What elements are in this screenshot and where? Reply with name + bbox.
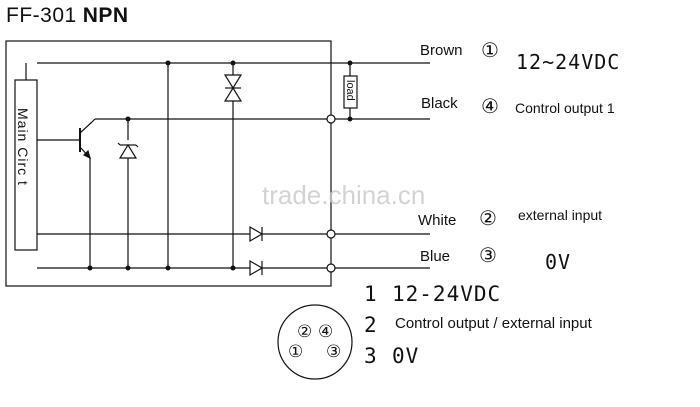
wire-color-brown: Brown bbox=[420, 42, 463, 59]
legend-num-2: 2 bbox=[364, 313, 377, 337]
wire-pin-black: ④ bbox=[481, 96, 499, 118]
watermark: trade.china.cn bbox=[262, 180, 426, 210]
output-type: NPN bbox=[82, 4, 129, 27]
connector-outline bbox=[277, 304, 353, 380]
zener-diode bbox=[118, 143, 138, 159]
main-circuit-label: Main Circ t bbox=[15, 108, 31, 186]
connector-pin-4: ④ bbox=[318, 322, 334, 341]
terminal-white bbox=[326, 229, 336, 239]
connector-pin-3: ③ bbox=[326, 342, 342, 361]
sensor-housing bbox=[5, 40, 332, 287]
wire-color-blue: Blue bbox=[420, 248, 451, 265]
wire-function-blue: 0V bbox=[545, 250, 572, 274]
wire-function-white: external input bbox=[518, 207, 603, 223]
wire-function-black: Control output 1 bbox=[515, 100, 615, 116]
diode-white bbox=[249, 225, 264, 243]
wire-color-white: White bbox=[418, 212, 457, 229]
wire-function-brown: 12~24VDC bbox=[516, 50, 621, 74]
wire-pin-brown: ① bbox=[481, 40, 499, 62]
model-number: FF-301 bbox=[6, 4, 77, 27]
tvs-diode bbox=[223, 74, 243, 90]
legend-text-3: 0V bbox=[392, 344, 420, 368]
diode-blue bbox=[249, 259, 264, 277]
legend-text-2: Control output / external input bbox=[395, 315, 592, 332]
legend-num-1: 1 bbox=[364, 282, 377, 306]
wire-color-black: Black bbox=[421, 95, 458, 112]
connector-pin-1: ① bbox=[288, 342, 304, 361]
legend-num-3: 3 bbox=[364, 344, 377, 368]
connector-pin-2: ② bbox=[297, 322, 313, 341]
legend-text-1: 12-24VDC bbox=[392, 282, 502, 306]
load-label: load bbox=[344, 80, 356, 101]
terminal-blue bbox=[326, 263, 336, 273]
terminal-black bbox=[326, 114, 336, 124]
wire-pin-white: ② bbox=[479, 208, 497, 230]
wire-pin-blue: ③ bbox=[479, 245, 497, 267]
